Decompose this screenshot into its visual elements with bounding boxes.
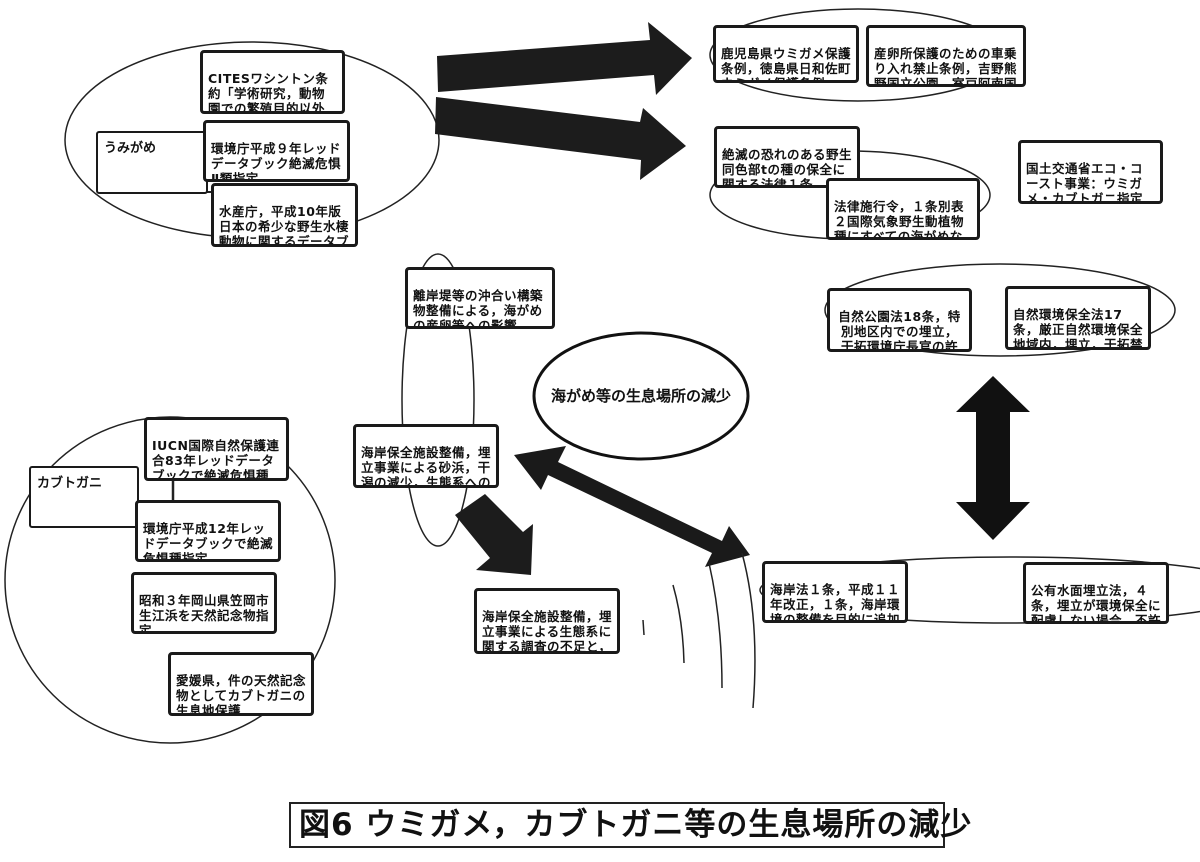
umigame-fisheries-box: 水産庁，平成10年版日本の希少な野生水棲動物に関するデータブックで希少種指定 (211, 183, 358, 247)
offshore-structures-box: 離岸堤等の沖合い構築物整備による，海がめの産卵等への影響 (405, 267, 555, 329)
nature-conservation-law-text: 自然環境保全法17条，厳正自然環境保全地域内，埋立，干拓禁止 (1013, 307, 1144, 350)
center-topic-text: 海がめ等の生息場所の減少 (550, 387, 731, 405)
reclamation-box: 海岸保全施設整備，埋立事業による砂浜，干潟の減少，生態系への影響， (353, 424, 499, 488)
nature-conservation-law-box: 自然環境保全法17条，厳正自然環境保全地域内，埋立，干拓禁止 (1005, 286, 1151, 350)
ripple-line (672, 584, 685, 664)
figure-caption: 図6 ウミガメ，カブトガニ等の生息場所の減少 (289, 802, 971, 848)
umigame-label: うみがめ (104, 141, 157, 156)
kabutogani-redlist-text: 環境庁平成12年レッドデータブックで絶滅危惧種指定 (143, 521, 274, 562)
ripple-line (642, 619, 645, 636)
center-topic: 海がめ等の生息場所の減少 (540, 385, 742, 406)
mlit-ecocoast-text: 国土交通省エコ・コースト事業：ウミガメ・カブトガニ指定地区 (1026, 161, 1144, 204)
umigame-fisheries-text: 水産庁，平成10年版日本の希少な野生水棲動物に関するデータブックで希少種指定 (219, 204, 350, 247)
offshore-structures-text: 離岸堤等の沖合い構築物整備による，海がめの産卵等への影響 (413, 288, 544, 329)
reclamation-text: 海岸保全施設整備，埋立事業による砂浜，干潟の減少，生態系への影響， (361, 445, 492, 488)
natural-park-law-text: 自然公園法18条，特別地区内での埋立，干拓環境庁長官の許可 (838, 309, 961, 352)
mlit-ecocoast-box: 国土交通省エコ・コースト事業：ウミガメ・カブトガニ指定地区 (1018, 140, 1163, 204)
double-arrow-vertical-icon (956, 376, 1030, 540)
umigame-cites-text: CITESワシントン条約「学術研究，動物園での繁殖目的以外での国際的取引禁止. (208, 71, 329, 114)
kabutogani-ehime-text: 愛媛県，件の天然記念物としてカブトガニの生息地保護 (176, 673, 307, 716)
kabutogani-label-box: カブトガニ (29, 466, 139, 528)
umigame-cites-box: CITESワシントン条約「学術研究，動物園での繁殖目的以外での国際的取引禁止. (200, 50, 345, 114)
figure-caption-text: 図6 ウミガメ，カブトガニ等の生息場所の減少 (299, 807, 973, 843)
reclamation-act-box: 公有水面埋立法，４条，埋立が環境保全に配慮しない場合，不許可 (1023, 562, 1169, 624)
arrow-to-survey-gap-icon (455, 494, 533, 575)
enforcement-order-box: 法律施行令，１条別表２国際気象野生動植物種にすべての海がめならびにオサガメ科を対… (826, 178, 980, 240)
coast-act-box: 海岸法１条，平成１１年改正，１条，海岸環境の整備を目的に追加 (762, 561, 908, 623)
survey-gap-box: 海岸保全施設整備，埋立事業による生態系に関する調査の不足と，判断材料の不足 (474, 588, 620, 654)
natural-park-law-box: 自然公園法18条，特別地区内での埋立，干拓環境庁長官の許可 (827, 288, 972, 352)
vehicle-ban-box: 産卵所保護のための車乗り入れ禁止条例，吉野熊野国立公園，室戸阿南国定公園，日南国… (866, 25, 1026, 87)
kabutogani-okayama-box: 昭和３年岡山県笠岡市生江浜を天然記念物指定 (131, 572, 277, 634)
survey-gap-text: 海岸保全施設整備，埋立事業による生態系に関する調査の不足と，判断材料の不足 (482, 609, 613, 654)
kabutogani-label: カブトガニ (37, 476, 103, 491)
coast-act-text: 海岸法１条，平成１１年改正，１条，海岸環境の整備を目的に追加 (770, 582, 901, 623)
vehicle-ban-text: 産卵所保護のための車乗り入れ禁止条例，吉野熊野国立公園，室戸阿南国定公園，日南国… (874, 46, 1018, 87)
umigame-redlist-box: 環境庁平成９年レッドデータブック絶滅危惧Ⅱ類指定 (203, 120, 350, 182)
ripple-line (708, 562, 723, 689)
kabutogani-iucn-box: IUCN国際自然保護連合83年レッドデータブックで絶滅危惧種指定 (144, 417, 289, 481)
double-arrow-diagonal-icon (514, 446, 750, 567)
arrow-to-national-law-icon (435, 97, 686, 180)
umigame-label-box: うみがめ (96, 131, 208, 194)
kabutogani-ehime-box: 愛媛県，件の天然記念物としてカブトガニの生息地保護 (168, 652, 314, 716)
enforcement-order-text: 法律施行令，１条別表２国際気象野生動植物種にすべての海がめならびにオサガメ科を対… (834, 199, 965, 240)
species-law-text: 絶滅の恐れのある野生同色部tの種の保全に関する法律１条，２条 (722, 147, 853, 188)
kabutogani-iucn-text: IUCN国際自然保護連合83年レッドデータブックで絶滅危惧種指定 (152, 438, 280, 481)
reclamation-act-text: 公有水面埋立法，４条，埋立が環境保全に配慮しない場合，不許可 (1031, 583, 1162, 624)
prefectural-ordinance-box: 鹿児島県ウミガメ保護条例，徳島県日和佐町ウミガメ保護条例 (713, 25, 859, 83)
kabutogani-redlist-box: 環境庁平成12年レッドデータブックで絶滅危惧種指定 (135, 500, 281, 562)
arrow-to-prefectural-icon (437, 22, 692, 95)
umigame-redlist-text: 環境庁平成９年レッドデータブック絶滅危惧Ⅱ類指定 (211, 141, 342, 182)
ripple-line (741, 552, 756, 709)
species-law-box: 絶滅の恐れのある野生同色部tの種の保全に関する法律１条，２条 (714, 126, 860, 188)
prefectural-ordinance-text: 鹿児島県ウミガメ保護条例，徳島県日和佐町ウミガメ保護条例 (721, 46, 852, 80)
kabutogani-okayama-text: 昭和３年岡山県笠岡市生江浜を天然記念物指定 (139, 593, 270, 634)
